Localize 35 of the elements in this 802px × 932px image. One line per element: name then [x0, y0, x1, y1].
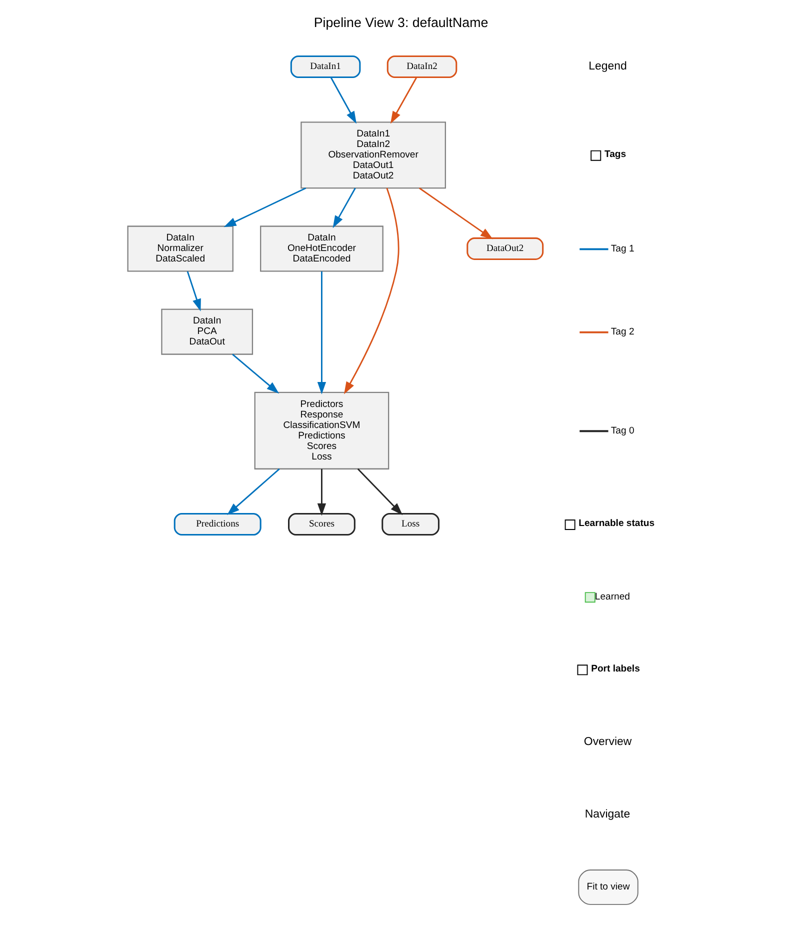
arrow [224, 187, 306, 228]
node-box: Predictors Response ClassificationSVM Predictions Scores Loss [254, 392, 390, 470]
legend-label: Tag 1 [610, 244, 634, 255]
node-box: DataIn PCA DataOut [161, 308, 254, 355]
legend-label: Tag 2 [610, 326, 634, 338]
label: Overview [584, 736, 632, 748]
node-box: Loss [382, 513, 440, 536]
arrow [332, 188, 356, 228]
arrow [357, 468, 403, 516]
node-box: Predictions [174, 513, 262, 536]
legend-label: Learned [594, 592, 630, 603]
node-box: DataIn Normalizer DataScaled [127, 226, 234, 272]
label: Legend [588, 60, 627, 73]
node-box: DataIn1 DataIn2 ObservationRemover DataOut1 DataOut2 [300, 122, 446, 189]
arrow [419, 188, 493, 240]
node-box: DataOut2 [466, 237, 544, 260]
label: Port labels [591, 663, 640, 674]
label: Fit to view [586, 882, 630, 893]
arrow [317, 468, 326, 516]
node-box: DataIn1 [290, 55, 361, 78]
arrow [186, 271, 201, 312]
diagram-title: Pipeline View 3: defaultName [314, 14, 488, 30]
arrow [232, 354, 280, 394]
label: Tags [604, 149, 626, 160]
node-box: DataIn2 [386, 55, 458, 78]
arrow [390, 76, 418, 124]
label: Learnable status [578, 518, 655, 530]
arrow [227, 468, 280, 516]
node-box: Scores [288, 513, 356, 536]
label: Navigate [584, 808, 630, 821]
arrow [317, 271, 326, 394]
node-box: DataIn OneHotEncoder DataEncoded [260, 226, 384, 272]
arrow [330, 76, 356, 124]
legend-label: Tag 0 [610, 426, 634, 437]
arrow [344, 188, 400, 394]
